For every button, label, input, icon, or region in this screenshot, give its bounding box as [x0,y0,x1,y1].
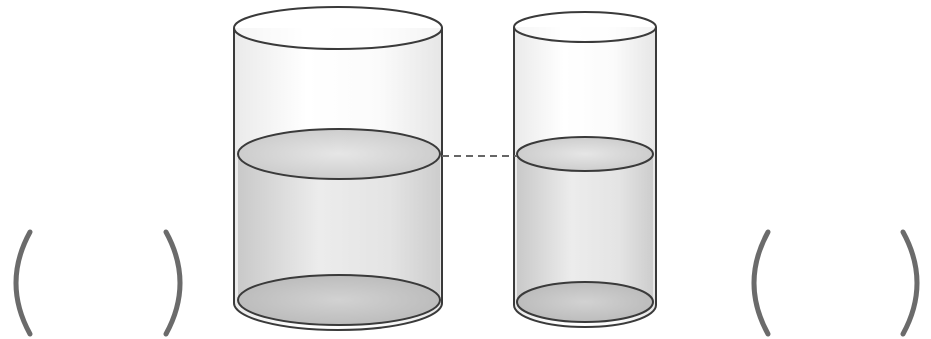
right-close-paren [903,232,917,334]
right-answer-blank[interactable] [754,232,917,334]
left-answer-blank[interactable] [16,232,180,334]
left-close-paren [166,232,180,334]
narrow-cylinder-rim [514,12,656,42]
wide-cylinder-bottom [238,275,440,325]
wide-cylinder-water-surface [238,129,440,179]
narrow-cylinder-water-surface [517,137,653,171]
wide-cylinder-rim [234,7,442,49]
narrow-cylinder-bottom [517,282,653,322]
narrow-cylinder [514,12,656,327]
right-open-paren [754,232,768,334]
left-open-paren [16,232,30,334]
wide-cylinder [234,7,442,330]
